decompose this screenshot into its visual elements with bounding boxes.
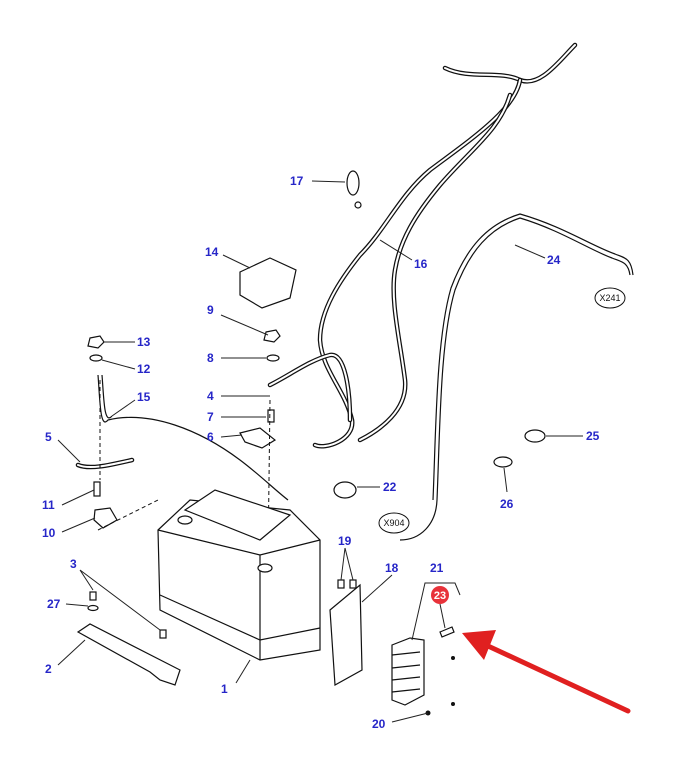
svg-text:23: 23	[434, 590, 446, 602]
label-1[interactable]: 1	[221, 682, 228, 696]
fuse-box	[391, 637, 425, 706]
label-12[interactable]: 12	[137, 362, 151, 376]
label-6[interactable]: 6	[207, 430, 214, 444]
label-19[interactable]: 19	[338, 534, 352, 548]
label-2[interactable]: 2	[45, 662, 52, 676]
label-9[interactable]: 9	[207, 303, 214, 317]
label-10[interactable]: 10	[42, 526, 56, 540]
part-labels: 17 14 16 24 9 13 12 8 15 4 7 6 5 11 10 2…	[42, 174, 600, 731]
label-14[interactable]: 14	[205, 245, 219, 259]
svg-text:X904: X904	[383, 518, 404, 528]
pointer-arrow	[462, 630, 631, 714]
label-16[interactable]: 16	[414, 257, 428, 271]
highlight-badge-23[interactable]: 23	[431, 586, 449, 604]
leader-lines	[57, 180, 583, 723]
wiring-harness	[75, 42, 634, 716]
label-4[interactable]: 4	[207, 389, 214, 403]
label-24[interactable]: 24	[547, 253, 561, 267]
label-8[interactable]: 8	[207, 351, 214, 365]
label-22[interactable]: 22	[383, 480, 397, 494]
label-17[interactable]: 17	[290, 174, 304, 188]
label-21[interactable]: 21	[430, 561, 444, 575]
label-26[interactable]: 26	[500, 497, 514, 511]
label-13[interactable]: 13	[137, 335, 151, 349]
connector-x241: X241	[594, 287, 626, 309]
label-20[interactable]: 20	[372, 717, 386, 731]
label-25[interactable]: 25	[586, 429, 600, 443]
label-11[interactable]: 11	[42, 498, 55, 512]
label-18[interactable]: 18	[385, 561, 399, 575]
connector-x904: X904	[378, 512, 410, 534]
label-7[interactable]: 7	[207, 410, 214, 424]
svg-text:X241: X241	[599, 293, 620, 303]
battery	[157, 489, 321, 661]
label-5[interactable]: 5	[45, 430, 52, 444]
label-15[interactable]: 15	[137, 390, 151, 404]
label-27[interactable]: 27	[47, 597, 61, 611]
label-3[interactable]: 3	[70, 557, 77, 571]
